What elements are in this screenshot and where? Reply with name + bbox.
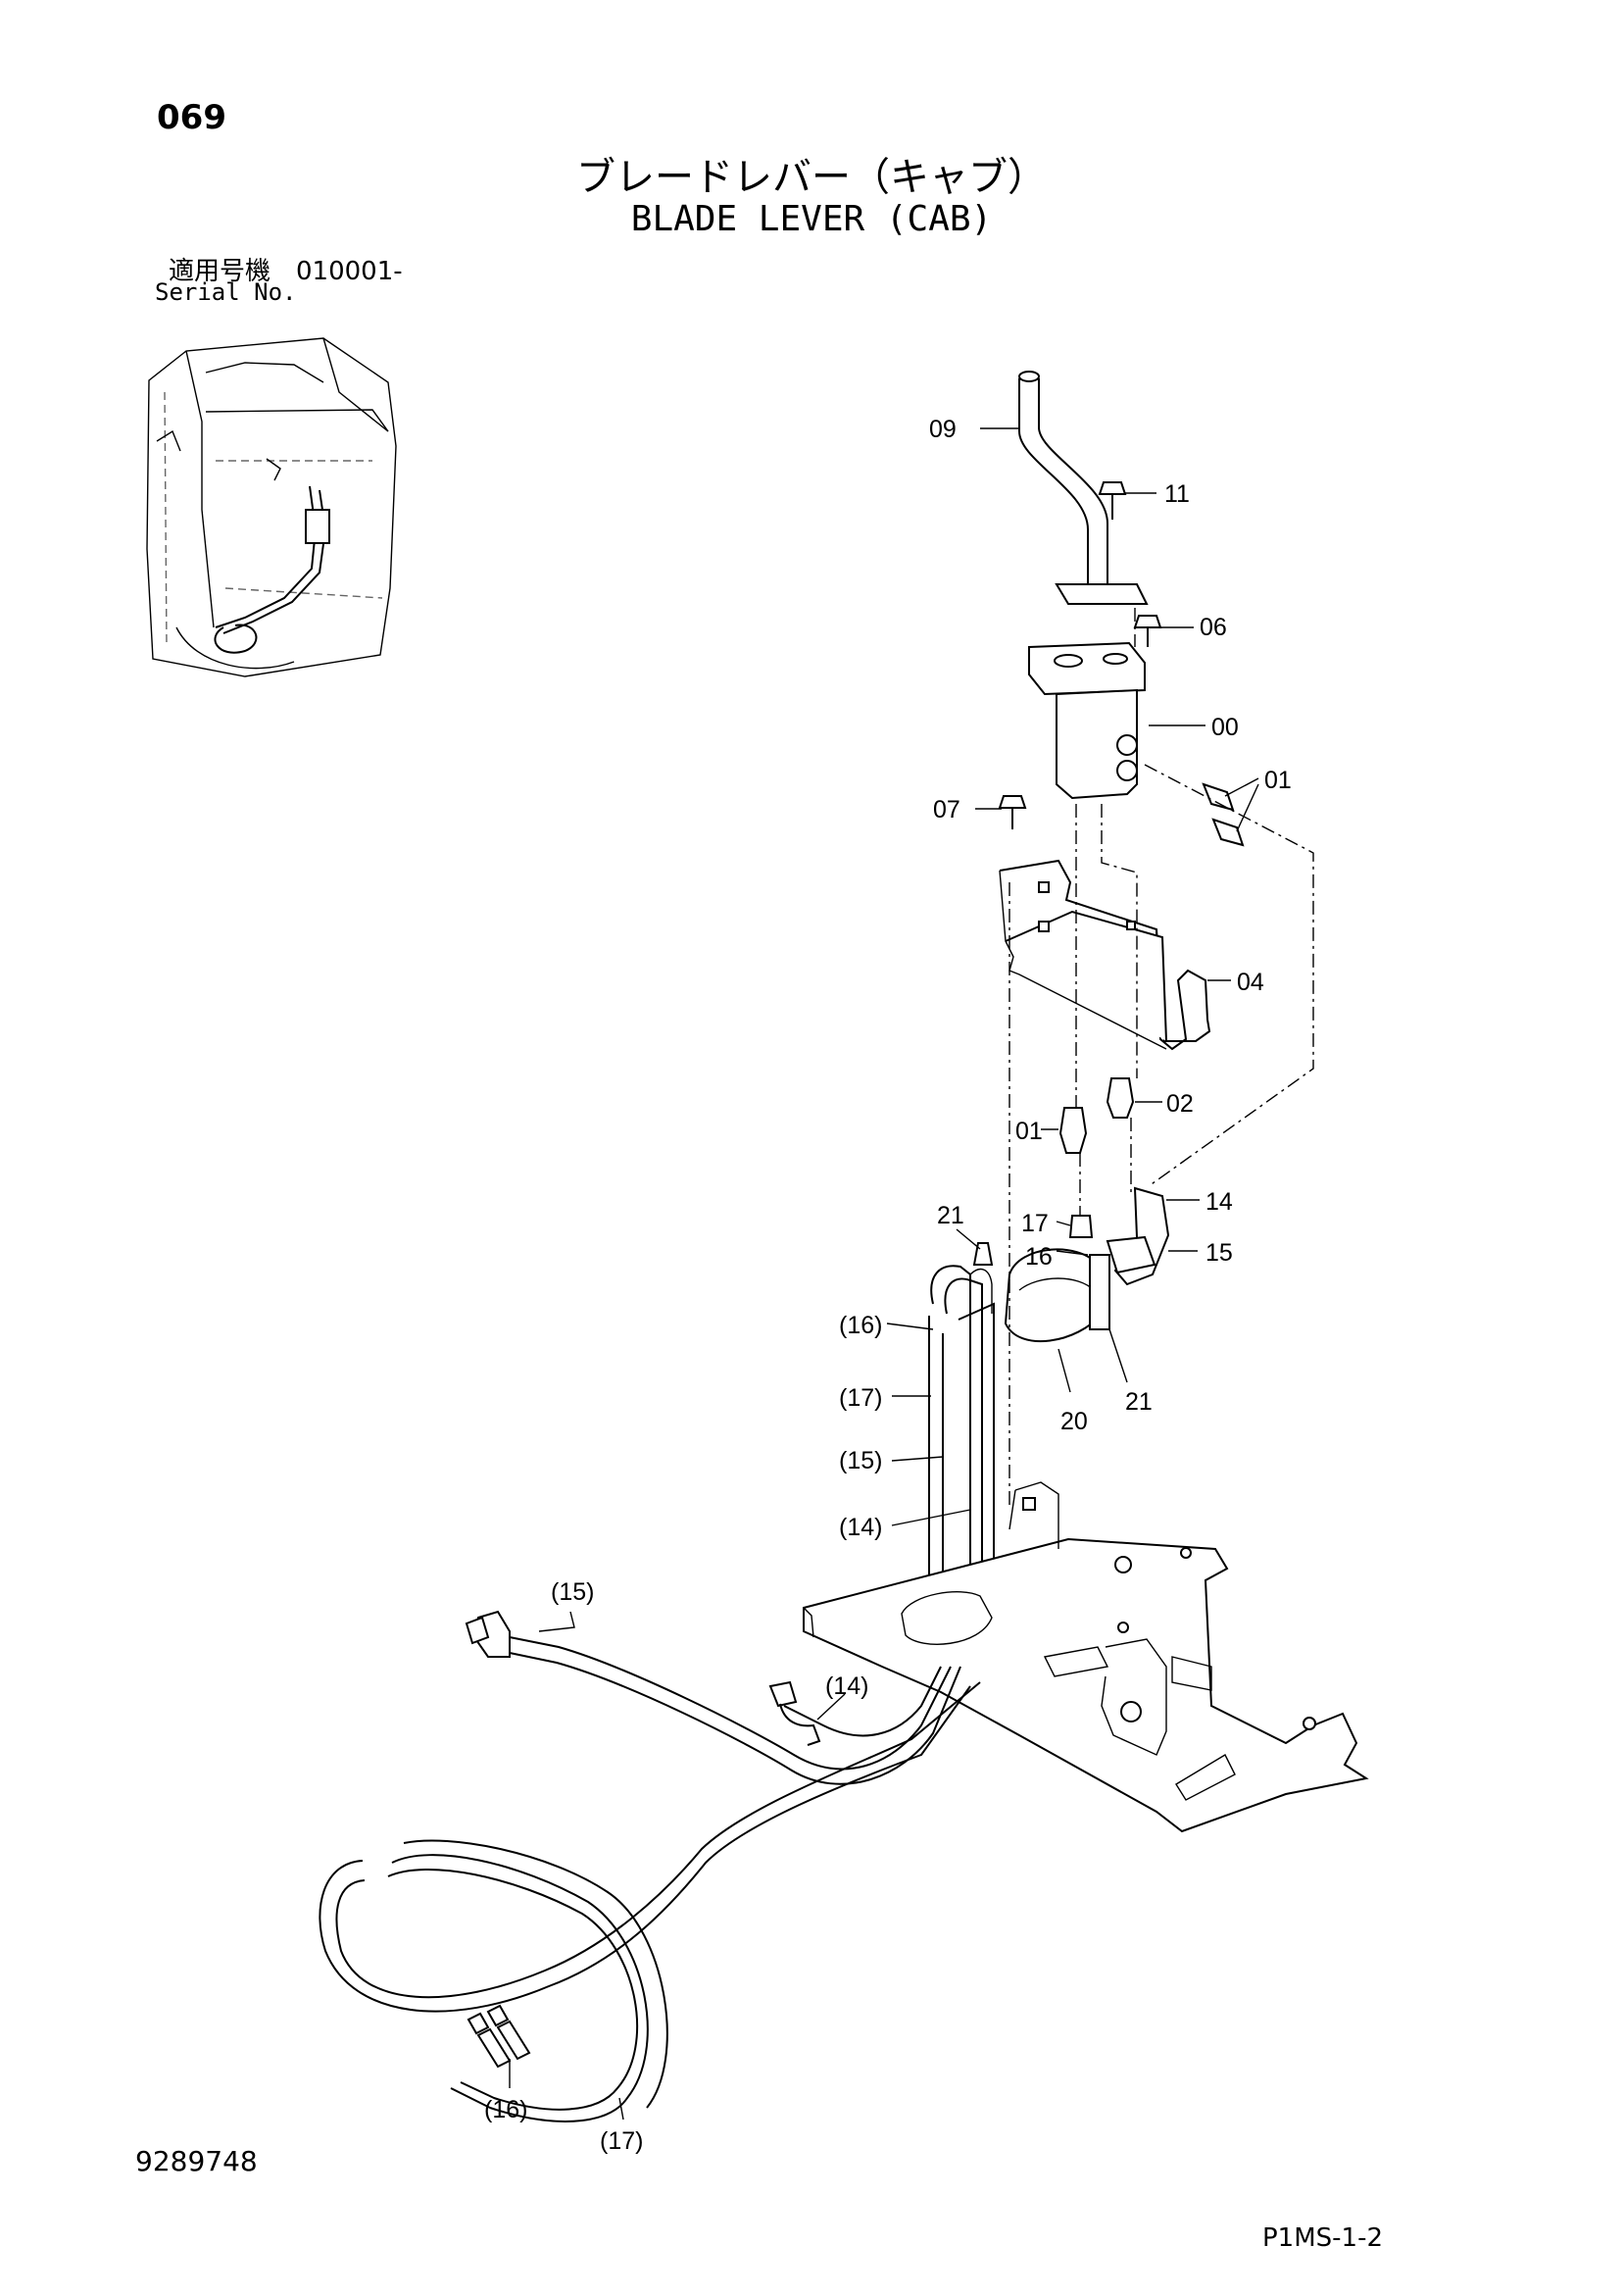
cab-location-thumbnail	[146, 337, 397, 677]
leader-lines	[509, 427, 1259, 2121]
serial-label-japanese: 適用号機 010001-	[169, 257, 403, 286]
callout-16-ref-upper: (16)	[839, 1312, 882, 1339]
callout-00: 00	[1211, 714, 1239, 741]
hose-end-14	[768, 1680, 821, 1746]
title-japanese: ブレードレバー（キャブ）	[576, 155, 1047, 200]
hose-end-15	[465, 1610, 511, 1658]
page-code: P1MS-1-2	[1262, 2223, 1384, 2253]
callout-04: 04	[1237, 969, 1264, 996]
callout-01-upper: 01	[1264, 767, 1292, 794]
callout-20: 20	[1060, 1408, 1088, 1435]
elbow-14-15	[1106, 1186, 1170, 1286]
callout-01-lower: 01	[1015, 1118, 1043, 1145]
lever-09	[1018, 371, 1149, 605]
callout-02: 02	[1166, 1090, 1194, 1118]
drawing-number: 9289748	[135, 2145, 258, 2177]
assembly-lines	[1008, 608, 1314, 1510]
hose-end-17	[486, 2004, 531, 2061]
callout-14: 14	[1205, 1188, 1233, 1216]
clamp-21-lower	[1089, 1254, 1110, 1330]
hose-loop-lower	[319, 1636, 981, 2122]
callout-11: 11	[1164, 480, 1190, 508]
callout-17-ref-upper: (17)	[839, 1384, 882, 1412]
grommet-20	[1004, 1248, 1104, 1343]
bolt-06	[1133, 615, 1162, 647]
page-number: 069	[157, 98, 226, 137]
bolt-07	[998, 795, 1027, 829]
callout-14-ref-upper: (14)	[839, 1514, 882, 1541]
callout-21-lower: 21	[1125, 1388, 1153, 1416]
callout-06: 06	[1200, 614, 1227, 641]
callout-17-ref-lower: (17)	[600, 2127, 643, 2155]
adapter-02	[1106, 1077, 1135, 1119]
callout-21-upper: 21	[937, 1202, 964, 1229]
callout-16-ref-lower: (16)	[484, 2096, 527, 2123]
bolt-11	[1098, 481, 1127, 520]
floor-plate	[803, 1481, 1369, 1833]
bracket-04	[999, 859, 1211, 1051]
callout-07: 07	[933, 796, 960, 824]
callout-09: 09	[929, 416, 957, 443]
callout-16: 16	[1025, 1243, 1053, 1271]
pilot-valve-00	[1028, 641, 1146, 800]
callout-17: 17	[1021, 1210, 1049, 1237]
adapter-01-upper	[1202, 782, 1245, 847]
title-english: BLADE LEVER (CAB)	[630, 199, 993, 239]
callout-15: 15	[1205, 1239, 1233, 1267]
fitting-17	[1068, 1215, 1094, 1238]
callout-15-ref-lower: (15)	[551, 1578, 594, 1606]
callout-15-ref-upper: (15)	[839, 1447, 882, 1474]
serial-label-english: Serial No.	[155, 278, 297, 306]
adapter-01-lower	[1058, 1107, 1088, 1154]
callout-14-ref-lower: (14)	[825, 1672, 868, 1700]
